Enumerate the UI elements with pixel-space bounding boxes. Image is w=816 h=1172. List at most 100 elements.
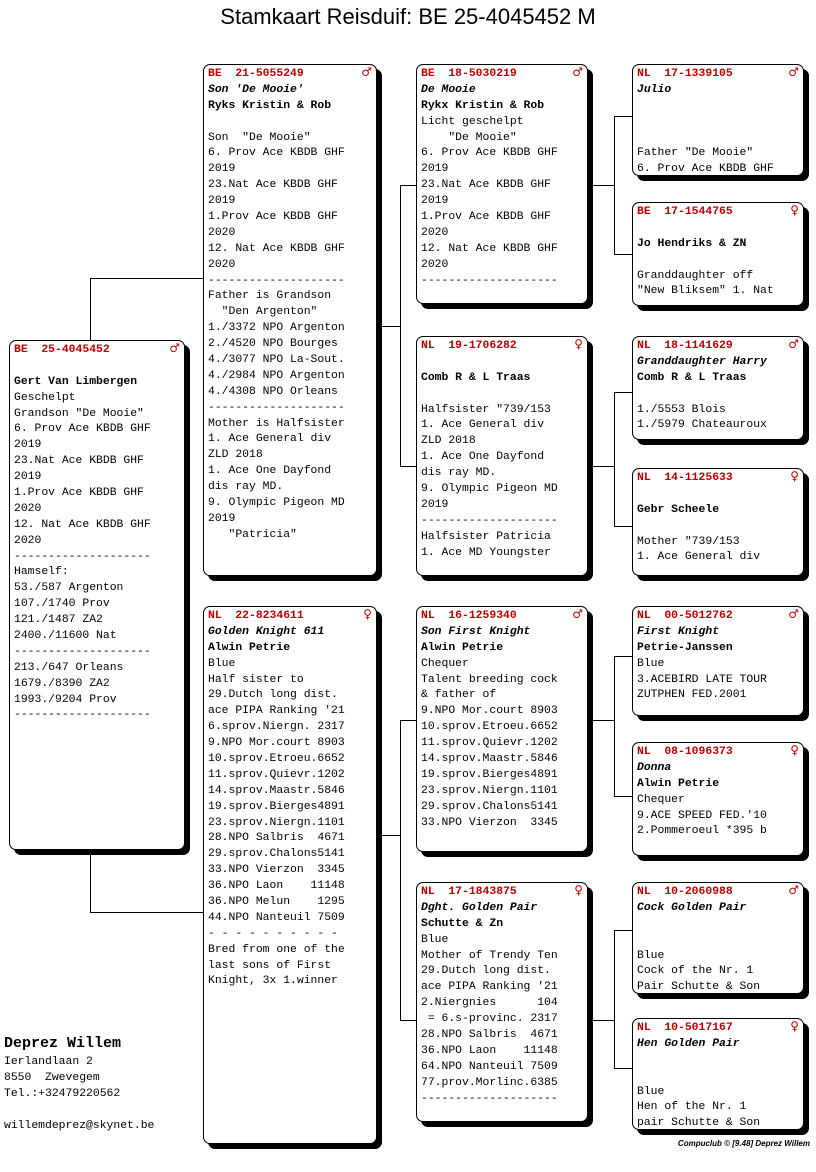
- info-line: [637, 1069, 799, 1085]
- info-line: 23.Nat Ace KBDB GHF: [14, 455, 144, 468]
- info-line: pair Schutte & Son: [637, 1117, 761, 1130]
- info-line: 1.Prov Ace KBDB GHF: [208, 211, 338, 224]
- female-icon: ♀: [790, 469, 799, 483]
- info-line: [637, 933, 799, 949]
- female-icon: ♀: [790, 1019, 799, 1033]
- female-icon: ♀: [363, 607, 372, 621]
- ring-number: NL 18-1141629: [637, 340, 733, 352]
- info-line: 1. Ace MD Youngster: [421, 546, 551, 559]
- breeder-email: willemdeprez@skynet.be: [4, 1120, 155, 1132]
- female-icon: ♀: [790, 203, 799, 217]
- pigeon-name: First Knight: [637, 625, 720, 638]
- info-line: 2019: [208, 195, 236, 208]
- info-line: --------------------: [421, 274, 558, 287]
- female-icon: ♀: [574, 883, 583, 897]
- info-line: dis ray MD.: [421, 467, 497, 480]
- owner-name: [637, 99, 799, 115]
- owner-name: Petrie-Janssen: [637, 641, 733, 654]
- info-line: 36.NPO Laon 11148: [421, 1044, 558, 1057]
- info-line: 2020: [14, 502, 42, 515]
- info-line: 2./4520 NPO Bourges: [208, 338, 338, 351]
- ring-number: NL 22-8234611: [208, 610, 304, 622]
- pigeon-name: Son 'De Mooie': [208, 83, 304, 96]
- info-line: 36.NPO Laon 11148: [208, 880, 345, 893]
- info-line: 9.NPO Mor.court 8903: [421, 705, 558, 718]
- info-line: 2.Niergnies 104: [421, 997, 558, 1010]
- info-line: 19.sprov.Bierges4891: [421, 768, 558, 781]
- info-line: "Patricia": [208, 528, 297, 541]
- info-line: "Den Argenton": [208, 306, 318, 319]
- info-line: 2020: [208, 226, 236, 239]
- info-line: 1.Prov Ace KBDB GHF: [14, 487, 144, 500]
- info-line: last sons of First: [208, 959, 332, 972]
- info-line: 1./5553 Blois: [637, 403, 726, 416]
- owner-name: Alwin Petrie: [421, 641, 504, 654]
- info-line: Mother is Halfsister: [208, 417, 345, 430]
- info-line: 213./647 Orleans: [14, 661, 124, 674]
- info-line: ace PIPA Ranking '21: [208, 705, 345, 718]
- owner-name: Comb R & L Traas: [421, 371, 531, 384]
- info-line: "New Bliksem" 1. Nat: [637, 285, 774, 298]
- info-line: Blue: [421, 933, 449, 946]
- pigeon-name: Cock Golden Pair: [637, 901, 747, 914]
- info-line: 1. Ace General div: [421, 419, 545, 432]
- info-line: 14.sprov.Maastr.5846: [208, 784, 345, 797]
- info-line: 28.NPO Salbris 4671: [208, 832, 345, 845]
- info-line: 29.Dutch long dist.: [421, 965, 551, 978]
- info-line: Hen of the Nr. 1: [637, 1101, 747, 1114]
- info-line: 10.sprov.Etroeu.6652: [421, 721, 558, 734]
- owner-name: Ryks Kristin & Rob: [208, 99, 332, 112]
- info-line: 107./1740 Prov: [14, 598, 110, 611]
- info-line: --------------------: [208, 401, 345, 414]
- info-line: 9. Olympic Pigeon MD: [208, 497, 345, 510]
- info-line: 1. Ace General div: [208, 433, 332, 446]
- female-icon: ♀: [790, 743, 799, 757]
- info-line: --------------------: [421, 1092, 558, 1105]
- ring-number: NL 08-1096373: [637, 746, 733, 758]
- breeder-info: Deprez Willem Ierlandlaan 2 8550 Zwevege…: [4, 1034, 154, 1134]
- pigeon-name: [637, 487, 799, 503]
- info-line: 11.sprov.Quievr.1202: [421, 737, 558, 750]
- pigeon-name: [637, 221, 799, 237]
- info-line: 53./587 Argenton: [14, 582, 124, 595]
- info-line: Blue: [208, 657, 236, 670]
- info-line: 2020: [14, 534, 42, 547]
- pigeon-name: Son First Knight: [421, 625, 531, 638]
- male-icon: ♂: [788, 337, 799, 351]
- owner-name: [637, 917, 799, 933]
- info-line: 121./1487 ZA2: [14, 614, 103, 627]
- info-line: 4./2984 NPO Argenton: [208, 369, 345, 382]
- info-line: 1993./9204 Prov: [14, 693, 117, 706]
- info-line: 9.ACE SPEED FED.'10: [637, 809, 767, 822]
- info-line: [208, 115, 372, 131]
- info-line: Bred from one of the: [208, 943, 345, 956]
- male-icon: ♂: [788, 65, 799, 79]
- info-line: 2020: [421, 258, 449, 271]
- info-line: 6.sprov.Niergn. 2317: [208, 721, 345, 734]
- pigeon-name: Golden Knight 611: [208, 625, 325, 638]
- pigeon-name: Hen Golden Pair: [637, 1037, 740, 1050]
- info-line: 23.Nat Ace KBDB GHF: [421, 179, 551, 192]
- info-line: 4./4308 NPO Orleans: [208, 385, 338, 398]
- info-line: 10.sprov.Etroeu.6652: [208, 753, 345, 766]
- info-line: 1. Ace General div: [637, 551, 761, 564]
- info-line: 2019: [208, 163, 236, 176]
- owner-name: Jo Hendriks & ZN: [637, 237, 747, 250]
- breeder-city: 8550 Zwevegem: [4, 1072, 100, 1084]
- info-line: --------------------: [208, 274, 345, 287]
- info-line: 44.NPO Nanteuil 7509: [208, 911, 345, 924]
- female-icon: ♀: [574, 337, 583, 351]
- info-line: 1./5979 Chateauroux: [637, 419, 767, 432]
- info-line: 6. Prov Ace KBDB GHF: [14, 423, 151, 436]
- info-line: 36.NPO Melun 1295: [208, 896, 345, 909]
- info-line: Talent breeding cock: [421, 673, 558, 686]
- male-icon: ♂: [572, 607, 583, 621]
- info-line: [637, 387, 799, 403]
- info-line: Blue: [637, 1085, 665, 1098]
